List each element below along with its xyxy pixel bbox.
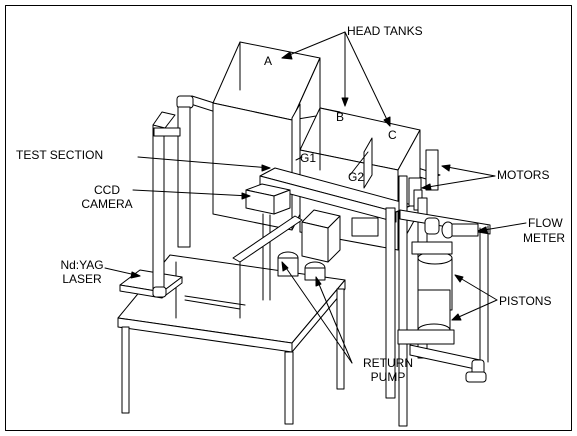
ccd-camera — [245, 183, 291, 301]
return-pump-label-line1: RETURN — [363, 356, 413, 370]
test-section-label: TEST SECTION — [16, 148, 104, 162]
figure-frame — [5, 5, 572, 431]
flow-meter-label-line1: FLOW — [528, 216, 563, 230]
ccd-camera-label-line1: CCD — [94, 183, 120, 197]
laser-arm — [232, 215, 303, 313]
leader-lines — [104, 31, 527, 364]
laser-label-line2: LASER — [62, 272, 102, 286]
tank-b-label: B — [336, 110, 345, 124]
flow-meter-pipe — [399, 209, 491, 239]
motors-label: MOTORS — [497, 168, 550, 182]
pistons-label: PISTONS — [499, 294, 552, 308]
control-boxes — [301, 209, 379, 263]
return-pipe — [409, 225, 489, 383]
pistons — [397, 241, 455, 345]
ccd-camera-label-line2: CAMERA — [81, 197, 133, 211]
flow-meter-label-line2: METER — [523, 231, 565, 245]
tank-c-label: C — [388, 128, 397, 142]
laser-label-line1: Nd:YAG — [60, 258, 104, 272]
head-tanks-label: HEAD TANKS — [347, 24, 423, 38]
return-pump-label-line2: PUMP — [370, 370, 406, 384]
tank-a-label: A — [264, 54, 273, 68]
gate-g2-label: G2 — [348, 170, 365, 184]
gate-g1-label: G1 — [300, 151, 317, 165]
